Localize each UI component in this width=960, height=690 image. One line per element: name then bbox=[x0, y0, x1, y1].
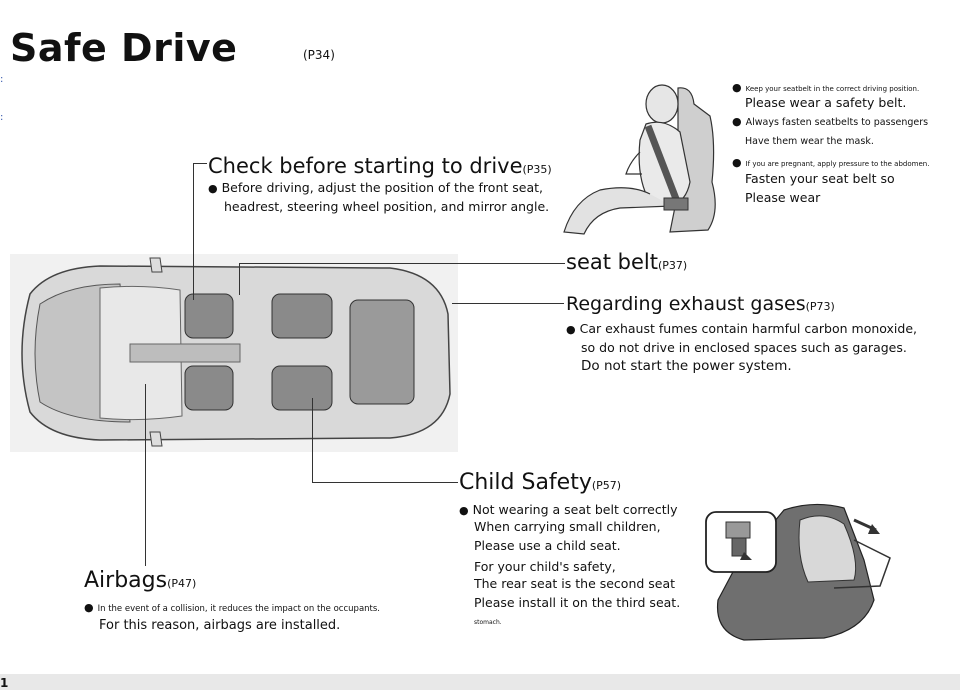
page-footer-bar bbox=[0, 674, 960, 690]
child-line-2: When carrying small children, bbox=[474, 519, 661, 534]
seatbelt-heading: seat belt(P37) bbox=[566, 250, 687, 274]
child-line-3: Please use a child seat. bbox=[474, 538, 621, 553]
airbags-heading-text: Airbags bbox=[84, 568, 168, 593]
airbags-line: For this reason, airbags are installed. bbox=[99, 618, 341, 633]
seatbelt-connector-v bbox=[239, 263, 240, 295]
seatbelt-line-3: Please wear bbox=[745, 190, 821, 205]
child-line-1: Not wearing a seat belt correctly bbox=[459, 500, 678, 520]
check-heading-text: Check before starting to drive bbox=[208, 154, 523, 178]
check-line-2: headrest, steering wheel position, and m… bbox=[224, 199, 550, 214]
car-top-view-illustration bbox=[10, 254, 458, 452]
check-heading: Check before starting to drive(P35) bbox=[208, 154, 552, 178]
check-connector-h bbox=[193, 163, 207, 164]
child-seat-illustration bbox=[705, 503, 891, 641]
exhaust-connector-h bbox=[452, 303, 564, 304]
airbag-connector-v bbox=[145, 384, 146, 566]
edge-mark: : bbox=[0, 112, 4, 123]
seatbelt-tiny-1: Keep your seatbelt in the correct drivin… bbox=[732, 81, 920, 94]
child-heading: Child Safety(P57) bbox=[459, 470, 621, 495]
page-number: 1 bbox=[0, 676, 9, 690]
edge-mark: : bbox=[0, 74, 4, 85]
check-line-1: Before driving, adjust the position of t… bbox=[208, 178, 543, 198]
exhaust-line-3: Do not start the power system. bbox=[581, 358, 792, 374]
child-line-4: For your child's safety, bbox=[474, 559, 616, 574]
check-ref: (P35) bbox=[522, 163, 552, 176]
seatbelt-ref: (P37) bbox=[657, 259, 688, 272]
airbags-ref: (P47) bbox=[167, 577, 197, 590]
exhaust-line-2: so do not drive in enclosed spaces such … bbox=[581, 340, 907, 355]
check-connector-v bbox=[193, 163, 194, 300]
title-page-ref: (P34) bbox=[303, 48, 335, 62]
exhaust-heading: Regarding exhaust gases(P73) bbox=[566, 293, 835, 315]
child-connector-v bbox=[312, 398, 313, 482]
seatbelt-small-2: Have them wear the mask. bbox=[745, 136, 874, 147]
airbags-heading: Airbags(P47) bbox=[84, 568, 196, 593]
exhaust-ref: (P73) bbox=[805, 300, 835, 313]
seatbelt-line-2: Fasten your seat belt so bbox=[745, 171, 895, 186]
airbags-small: In the event of a collision, it reduces … bbox=[84, 601, 380, 614]
seatbelt-heading-text: seat belt bbox=[566, 250, 658, 274]
exhaust-heading-text: Regarding exhaust gases bbox=[566, 293, 806, 315]
seatbelt-person-illustration bbox=[563, 84, 716, 235]
child-heading-text: Child Safety bbox=[459, 470, 592, 495]
seatbelt-connector-h bbox=[239, 263, 565, 264]
seatbelt-small-1: Always fasten seatbelts to passengers bbox=[732, 115, 929, 128]
seatbelt-tiny-2: If you are pregnant, apply pressure to t… bbox=[732, 156, 930, 169]
child-tiny: stomach. bbox=[474, 619, 502, 626]
page-title: Safe Drive bbox=[10, 26, 238, 70]
child-line-5: The rear seat is the second seat bbox=[474, 576, 676, 591]
exhaust-line-1: Car exhaust fumes contain harmful carbon… bbox=[566, 319, 917, 339]
seatbelt-line-1: Please wear a safety belt. bbox=[745, 95, 907, 110]
child-ref: (P57) bbox=[591, 479, 622, 492]
child-connector-h bbox=[312, 482, 458, 483]
child-line-6: Please install it on the third seat. bbox=[474, 595, 681, 610]
